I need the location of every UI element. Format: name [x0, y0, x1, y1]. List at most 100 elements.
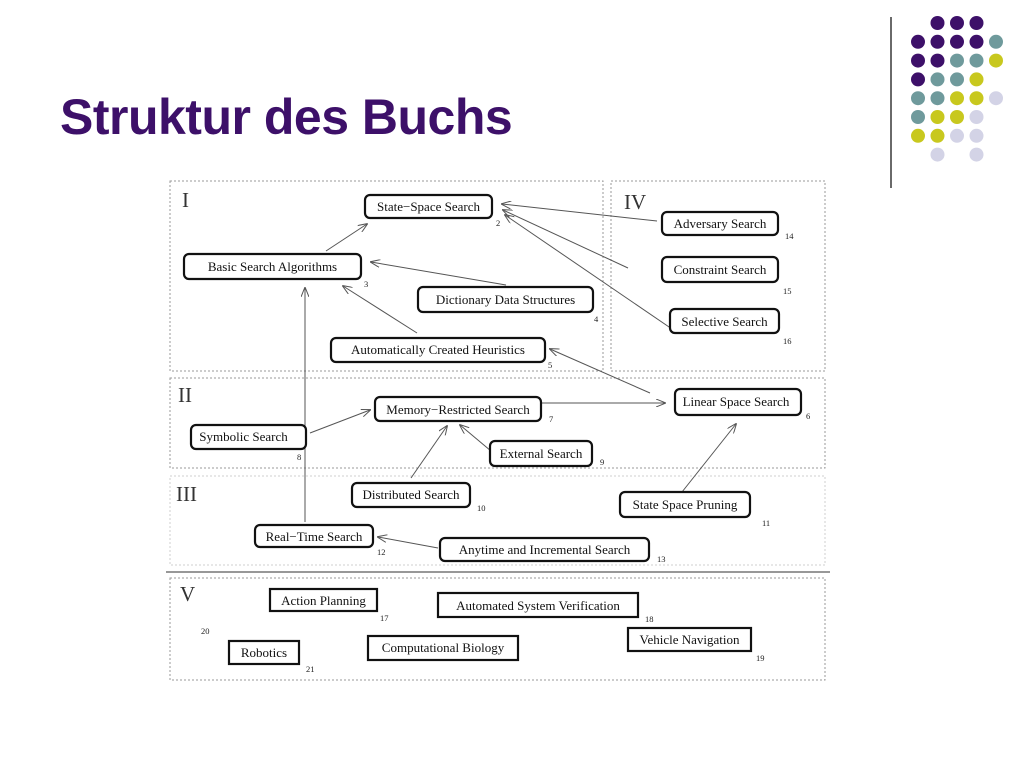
part-region-5: V: [169, 577, 826, 681]
chapter-number: 11: [762, 518, 770, 528]
node-label: Adversary Search: [674, 216, 767, 231]
decorative-dot: [911, 110, 925, 124]
chapter-number: 10: [477, 503, 486, 513]
chapter-number: 5: [548, 360, 552, 370]
chapter-number: 16: [783, 336, 792, 346]
decorative-dot: [930, 72, 945, 87]
part-region-4: IV: [610, 180, 826, 372]
part-region-2: II: [169, 377, 826, 469]
chapter-number-20: 20: [201, 626, 210, 636]
arrow-symbolic-to-memory: [309, 410, 370, 434]
chapter-number: 15: [783, 286, 792, 296]
arrow-constraint-to-state-space: [503, 210, 629, 269]
decorative-dot: [930, 16, 945, 30]
arrow-external-to-memory: [460, 425, 492, 452]
node-action-planning: Action Planning 17: [268, 587, 389, 623]
node-external-search: External Search 9: [488, 439, 604, 468]
decorative-dot: [969, 34, 984, 49]
part-label-3: III: [176, 482, 197, 506]
decorative-dot: [950, 16, 964, 30]
node-label: Memory−Restricted Search: [386, 402, 530, 417]
chapter-number: 12: [377, 547, 386, 557]
arrow-dictionary-to-basic: [371, 262, 507, 286]
node-label: Dictionary Data Structures: [436, 292, 575, 307]
chapter-number: 4: [594, 314, 599, 324]
node-basic-search-algorithms: Basic Search Algorithms 3: [182, 252, 368, 289]
node-label: Computational Biology: [382, 640, 505, 655]
node-linear-space-search: Linear Space Search 6: [673, 387, 810, 421]
decorative-dot-grid: [911, 16, 1003, 162]
node-state-space-search: State−Space Search 2: [363, 193, 500, 228]
decorative-dot: [911, 34, 925, 49]
decorative-dot: [930, 110, 945, 124]
part-label-5: V: [180, 582, 195, 606]
decorative-dot: [989, 91, 1003, 106]
arrow-heuristics-to-basic: [343, 286, 418, 334]
title-divider-line: [890, 17, 892, 188]
node-label: Real−Time Search: [266, 529, 363, 544]
decorative-dot: [969, 110, 984, 124]
decorative-dot: [969, 72, 984, 87]
node-robotics: Robotics 21: [227, 639, 315, 674]
chapter-number: 9: [600, 457, 604, 467]
decorative-dot: [969, 147, 984, 162]
arrow-pruning-to-linear: [681, 424, 736, 493]
node-computational-biology: Computational Biology: [366, 634, 520, 662]
node-real-time-search: Real−Time Search 12: [253, 523, 386, 557]
node-label: Selective Search: [681, 314, 768, 329]
decorative-dot: [930, 147, 945, 162]
decorative-dot: [969, 53, 984, 68]
node-label: Distributed Search: [362, 487, 460, 502]
chapter-number: 8: [297, 452, 301, 462]
node-label: State−Space Search: [377, 199, 480, 214]
chapter-number: 2: [496, 218, 500, 228]
decorative-dot: [930, 53, 945, 68]
arrow-anytime-to-realtime: [378, 537, 439, 549]
chapter-number: 21: [306, 664, 315, 674]
node-label: Vehicle Navigation: [640, 632, 740, 647]
dependency-arrows: [305, 204, 736, 549]
node-adversary-search: Adversary Search 14: [660, 210, 794, 241]
arrow-linear-to-heuristics: [550, 349, 651, 394]
decorative-dot: [930, 34, 945, 49]
node-label: State Space Pruning: [633, 497, 738, 512]
node-label: Action Planning: [281, 593, 366, 608]
node-label: External Search: [500, 446, 583, 461]
decorative-dot: [969, 91, 984, 106]
node-label: Constraint Search: [674, 262, 767, 277]
chapter-number: 17: [380, 613, 389, 623]
decorative-dot: [950, 34, 964, 49]
part-label-4: IV: [624, 190, 646, 214]
node-label: Linear Space Search: [683, 394, 790, 409]
chapter-number: 6: [806, 411, 810, 421]
decorative-dot: [989, 53, 1003, 68]
decorative-dot: [969, 128, 984, 143]
chapter-number: 14: [785, 231, 794, 241]
slide-title: Struktur des Buchs: [60, 89, 513, 145]
node-dictionary-data-structures: Dictionary Data Structures 4: [416, 285, 599, 324]
node-label: Symbolic Search: [199, 429, 288, 444]
part-region-1: I: [169, 180, 604, 372]
node-constraint-search: Constraint Search 15: [660, 255, 792, 296]
chapter-number: 19: [756, 653, 765, 663]
decorative-dot: [950, 91, 964, 106]
chapter-number: 3: [364, 279, 368, 289]
decorative-dot: [911, 72, 925, 87]
node-label: Robotics: [241, 645, 287, 660]
node-symbolic-search: Symbolic Search 8: [189, 423, 308, 462]
chapter-number: 7: [549, 414, 553, 424]
decorative-dot: [989, 34, 1003, 49]
node-memory-restricted-search: Memory−Restricted Search 7: [373, 395, 553, 424]
part-label-1: I: [182, 188, 189, 212]
node-label: Automated System Verification: [456, 598, 620, 613]
decorative-dot: [930, 128, 945, 143]
decorative-dot: [950, 128, 964, 143]
arrow-distributed-to-memory: [410, 426, 447, 479]
node-label: Anytime and Incremental Search: [459, 542, 631, 557]
node-automatically-created-heuristics: Automatically Created Heuristics 5: [329, 336, 552, 370]
decorative-dot: [911, 53, 925, 68]
node-distributed-search: Distributed Search 10: [350, 481, 486, 513]
arrow-adversary-to-state-space: [502, 204, 658, 222]
part-region-3: III: [169, 475, 826, 566]
